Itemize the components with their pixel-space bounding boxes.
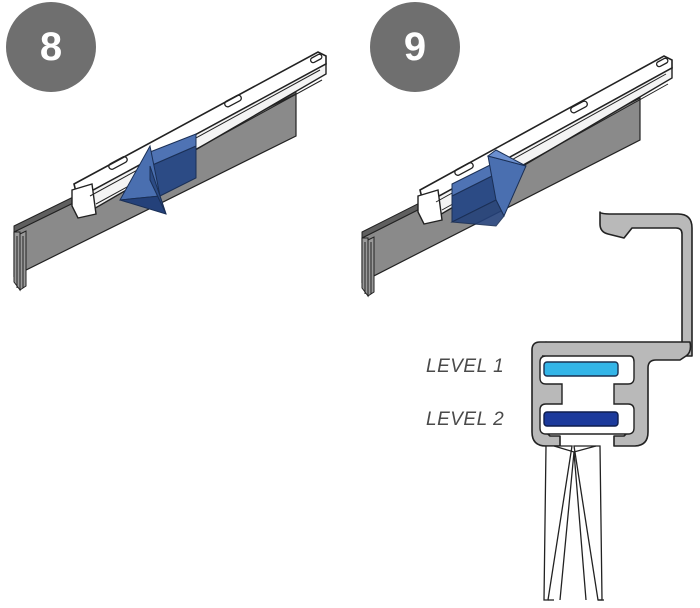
- level-2-label: LEVEL 2: [426, 409, 505, 430]
- rail-front-end: [71, 183, 97, 219]
- rail-assembly-step-8: [13, 51, 327, 292]
- level-2-slot: [543, 411, 619, 427]
- rail-front-end: [417, 189, 443, 225]
- step-8-badge: 8: [6, 2, 96, 92]
- profile-bristles: [543, 445, 604, 601]
- slide-arrow-right: [450, 149, 527, 227]
- level-1-slot: [543, 361, 619, 377]
- bristle-fringe: [361, 236, 375, 298]
- rail-slots: [108, 53, 323, 170]
- step-9-badge: 9: [370, 2, 460, 92]
- profile-cross-section: [531, 211, 693, 601]
- rail-slots: [454, 57, 669, 176]
- profile-hook: [539, 211, 693, 357]
- bristle-fringe: [13, 230, 27, 292]
- rail-assembly-step-9: [361, 55, 673, 298]
- level-1-label: LEVEL 1: [426, 356, 505, 377]
- step-8-number: 8: [39, 24, 63, 69]
- step-9-number: 9: [403, 24, 427, 69]
- slide-arrow-left: [119, 133, 197, 215]
